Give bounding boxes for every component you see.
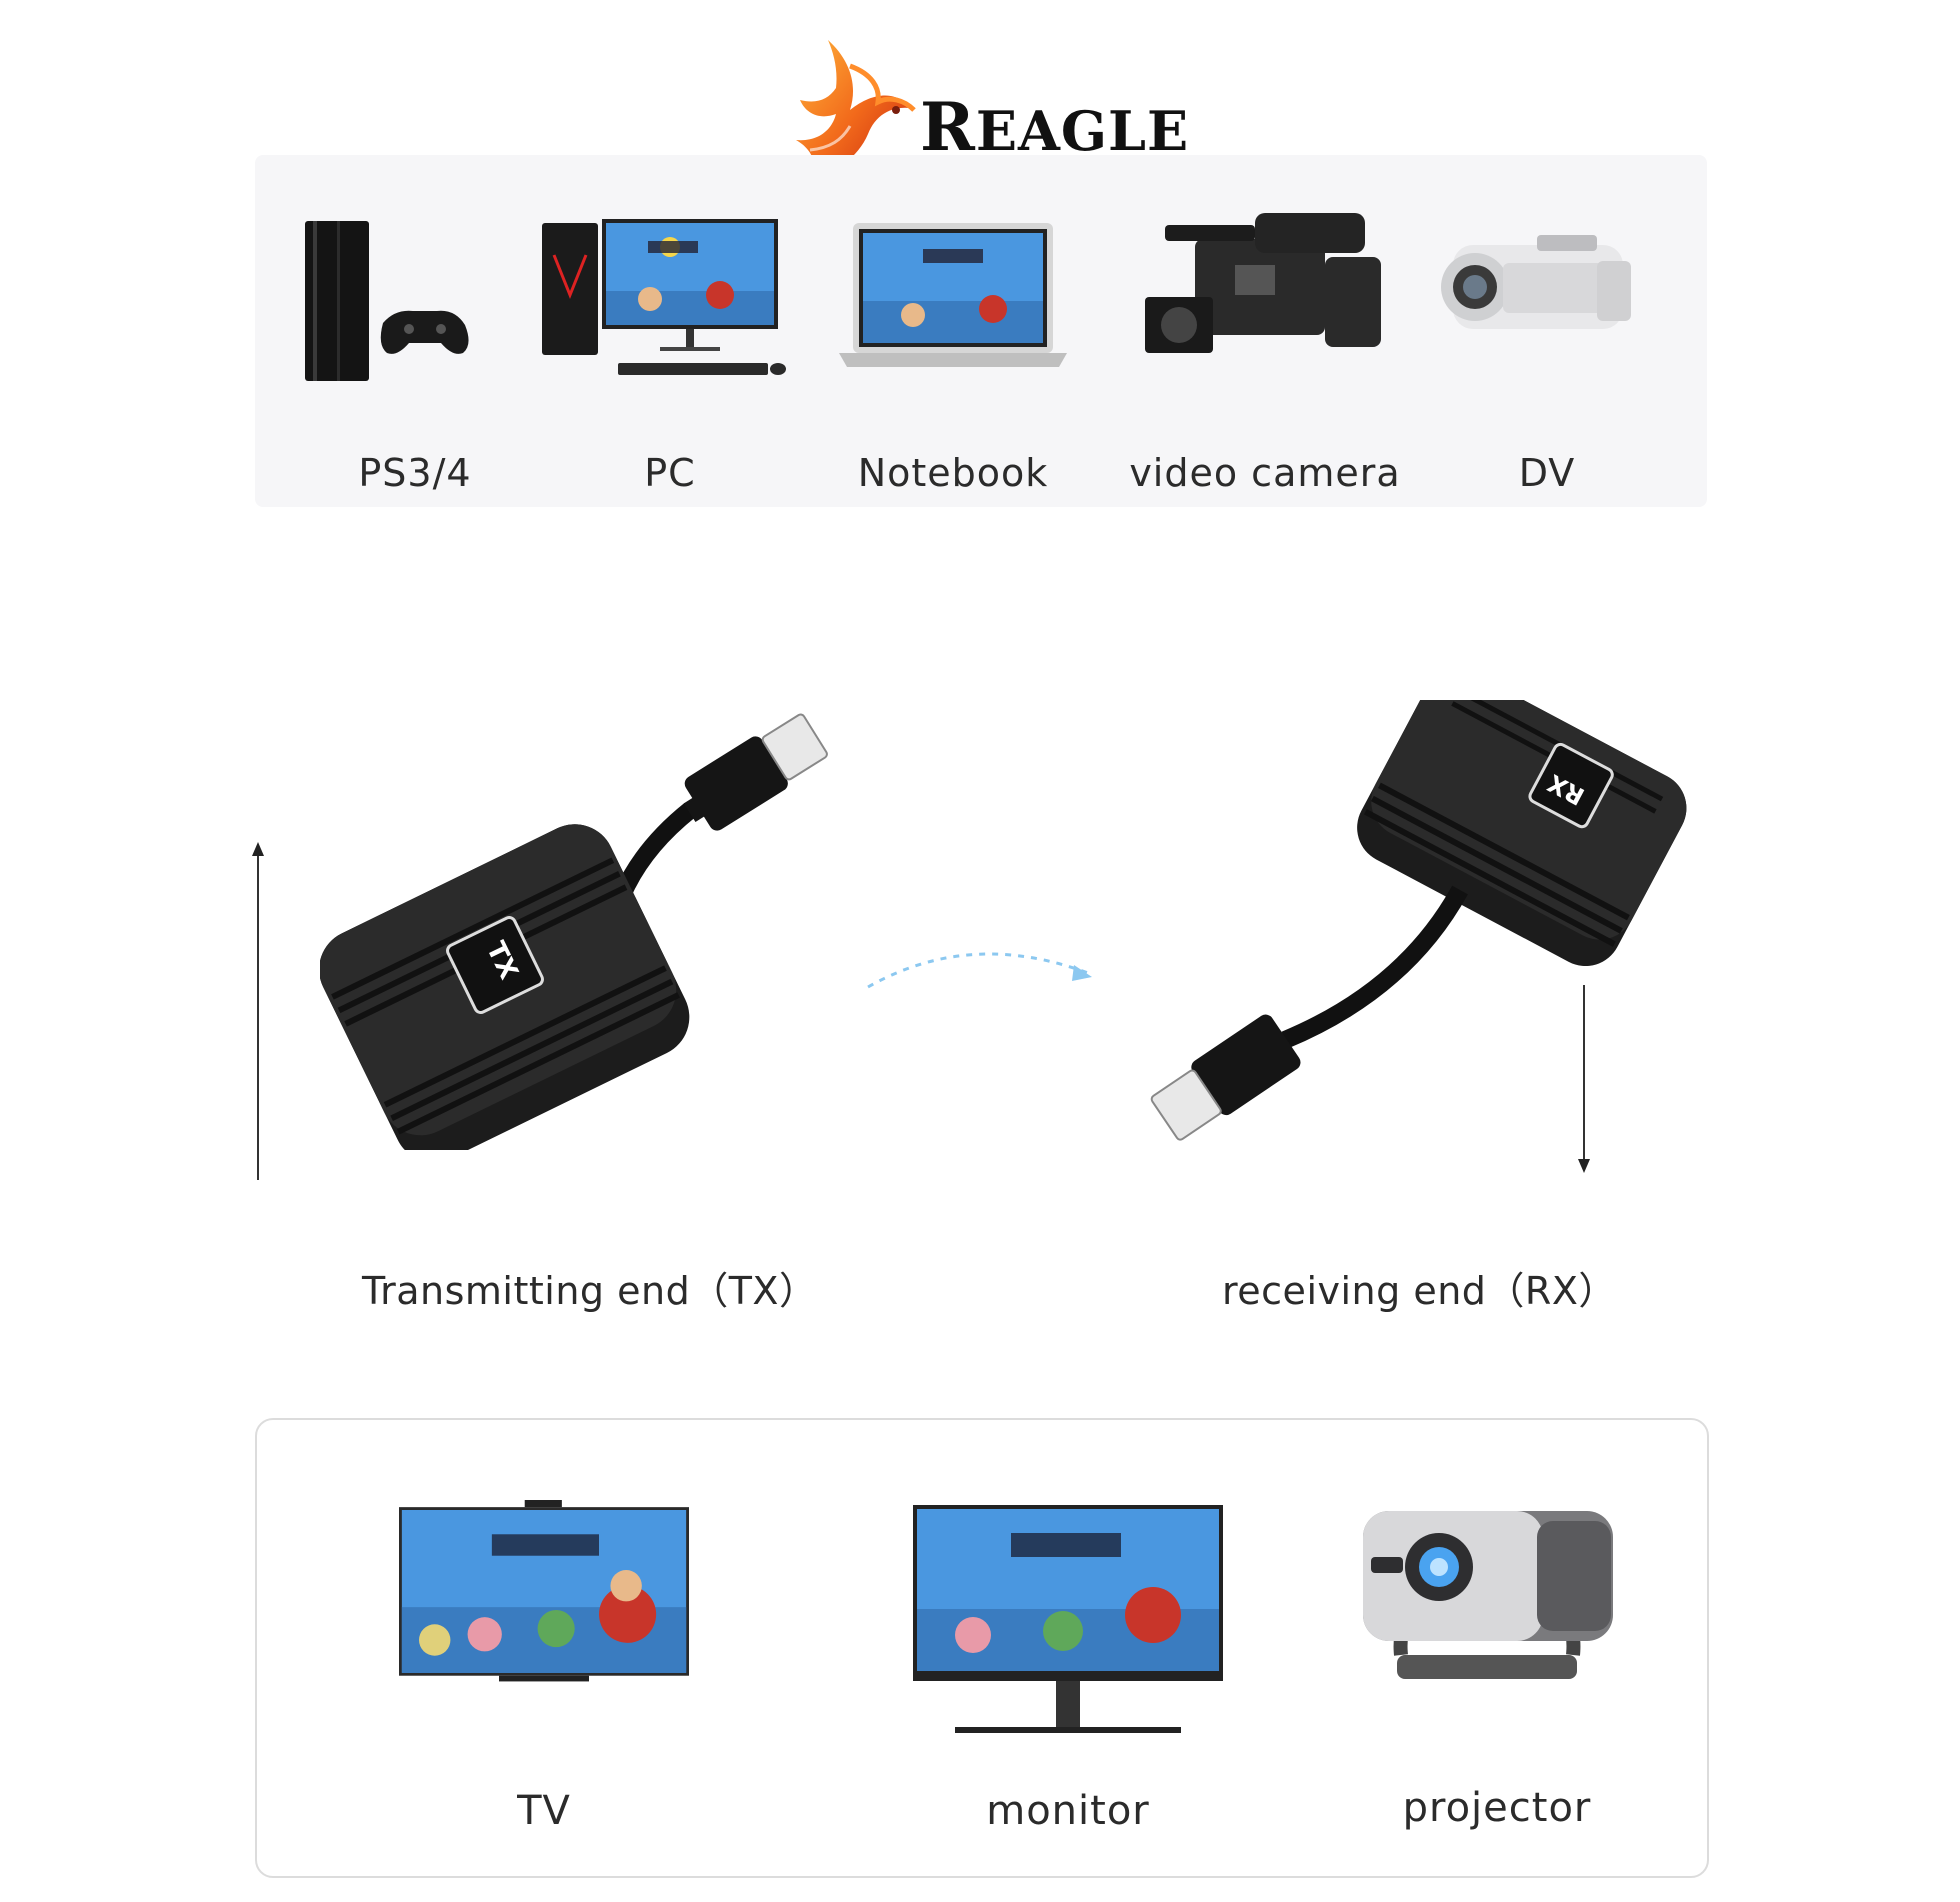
phoenix-logo-icon [796,40,916,190]
source-item-pc: PC [540,205,800,495]
projector-icon [1363,1511,1613,1679]
display-label-tv: TV [517,1788,571,1834]
source-label-video-camera: video camera [1129,451,1401,495]
game-console-icon [305,221,469,381]
source-devices-panel: PS3/4 PC [255,155,1707,507]
upward-arrow-icon [252,842,264,1180]
transmitter-label: Transmitting end（TX） [362,1269,818,1313]
camcorder-icon [1441,235,1631,329]
source-label-notebook: Notebook [857,451,1049,495]
display-item-projector: projector [1357,1505,1637,1831]
display-label-projector: projector [1402,1785,1592,1831]
transmitter-device [320,713,828,1150]
source-item-video-camera: video camera [1129,205,1400,495]
desktop-pc-icon [542,219,786,375]
source-label-ps: PS3/4 [358,451,472,495]
receiver-device [1150,700,1687,1141]
display-item-tv: TV [341,1500,747,1834]
laptop-icon [839,223,1067,367]
source-item-notebook: Notebook [823,205,1083,495]
source-item-dv: DV [1417,205,1677,495]
display-devices-panel: TV monitor projector [255,1418,1709,1878]
source-item-ps: PS3/4 [285,205,545,495]
brand-name: REAGLE [920,88,1190,166]
monitor-icon [913,1505,1223,1733]
display-item-monitor: monitor [913,1505,1223,1834]
source-label-dv: DV [1518,451,1576,495]
receiver-label: receiving end（RX） [1222,1269,1617,1313]
video-camera-icon [1145,213,1381,353]
source-label-pc: PC [644,451,696,495]
downward-arrow-icon [1578,985,1590,1173]
display-label-monitor: monitor [986,1788,1150,1834]
wireless-signal-arrow-icon [867,952,1092,989]
tv-icon [399,1500,689,1682]
brand-header: REAGLE [780,30,1200,200]
